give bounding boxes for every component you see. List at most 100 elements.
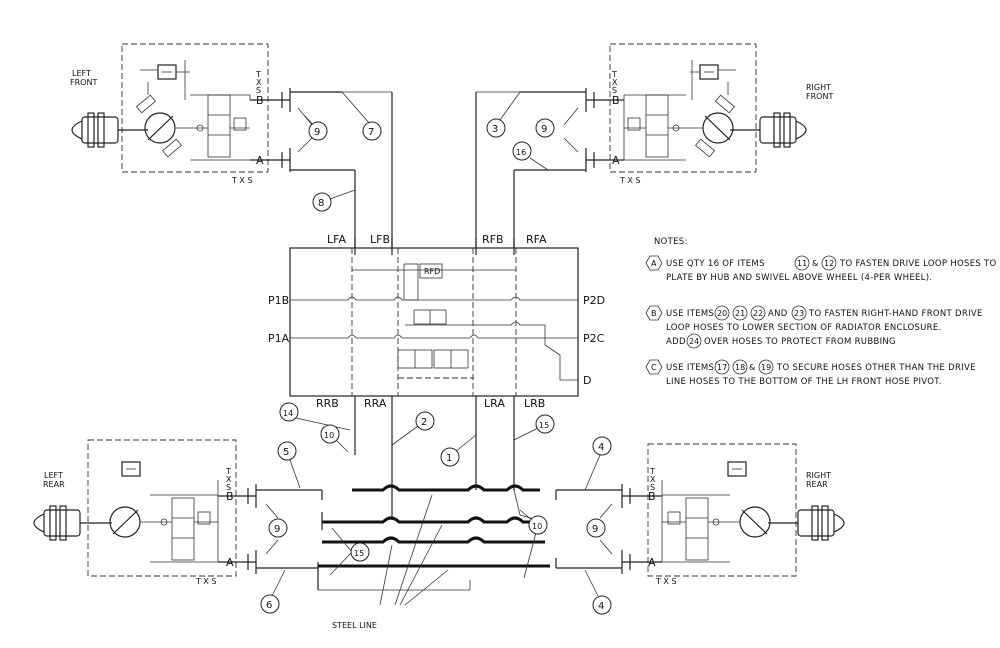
left-rear-wheel-module: B A T X S T X S LEFT REAR (33, 439, 237, 586)
left-front-port-t: T (255, 70, 261, 79)
left-front-port-b: B (256, 94, 264, 107)
left-front-hose-fittings (268, 88, 393, 255)
manifold-port-rra: RRA (364, 397, 387, 410)
note-b-item-4: 23 (794, 309, 804, 318)
callout-3 (486, 118, 506, 138)
right-rear-port-t: T (649, 467, 655, 476)
callout-7 (362, 121, 382, 141)
callout-9-left-front (308, 121, 328, 141)
note-c-amp: & (749, 363, 755, 372)
right-rear-port-s: S (650, 483, 655, 492)
callout-4-top (592, 436, 612, 456)
note-b-marker (645, 305, 663, 321)
right-front-port-a: A (612, 154, 620, 167)
callout-2-text: 2 (421, 417, 427, 428)
right-front-hose-fittings (475, 88, 608, 255)
left-rear-hose-fittings (236, 484, 471, 591)
callout-1-text: 1 (446, 453, 452, 464)
note-c-item-1: 17 (717, 363, 727, 372)
right-rear-txs: T X S (655, 577, 677, 586)
callout-3-text: 3 (492, 124, 498, 135)
left-rear-port-t: T (225, 467, 231, 476)
callout-5-text: 5 (283, 447, 289, 458)
notes-title: NOTES: (654, 237, 688, 247)
steel-line-label: STEEL LINE (332, 621, 377, 630)
manifold-port-rfb: RFB (482, 233, 504, 246)
left-front-port-s: S (256, 86, 261, 95)
note-a-amp: & (812, 259, 818, 268)
right-front-port-t: T (611, 70, 617, 79)
callout-15-bottom-text: 15 (354, 549, 364, 558)
manifold-rfd-label: RFD (424, 267, 440, 276)
left-rear-pilot-valve (121, 461, 141, 477)
right-rear-wheel-hub (768, 505, 845, 541)
right-rear-port-a: A (648, 556, 656, 569)
note-a-letter: A (651, 259, 657, 268)
note-a-text-3: PLATE BY HUB AND SWIVEL ABOVE WHEEL (4-P… (666, 273, 932, 283)
callout-10-bottom-text: 10 (532, 522, 542, 531)
note-c-text-1: USE ITEMS (666, 363, 714, 373)
steel-line-2 (322, 516, 545, 524)
right-front-port-x: X (612, 78, 618, 87)
right-front-port-s: S (612, 86, 617, 95)
note-b-item-3: 22 (753, 309, 763, 318)
callout-15-bottom (350, 542, 370, 562)
callout-9-right-front-text: 9 (541, 124, 547, 135)
note-c-item-3: 19 (761, 363, 771, 372)
note-c-letter: C (651, 363, 657, 372)
callout-9-left-rear-text: 9 (274, 524, 280, 535)
manifold-port-lra: LRA (484, 397, 505, 410)
callout-6-text: 6 (266, 600, 272, 611)
right-rear-valve-stack (685, 497, 709, 561)
callout-4-bottom-text: 4 (598, 601, 604, 612)
callout-16-text: 16 (516, 148, 526, 157)
note-b-item-2: 21 (735, 309, 745, 318)
note-c-text-3: LINE HOSES TO THE BOTTOM OF THE LH FRONT… (666, 377, 942, 387)
manifold-port-lfb: LFB (370, 233, 390, 246)
right-rear-wheel-module: B A T X S T X S RIGHT REAR (644, 443, 845, 586)
right-rear-label-2: REAR (806, 480, 828, 489)
right-rear-dashed-enclosure (647, 443, 797, 577)
right-front-dashed-enclosure (609, 43, 757, 173)
left-front-label-1: LEFT (72, 69, 91, 78)
right-rear-pilot-valve (727, 461, 747, 477)
callout-4-bottom (592, 595, 612, 615)
callout-16 (512, 141, 532, 161)
note-b-letter: B (651, 309, 657, 318)
callout-5 (277, 441, 297, 461)
left-front-port-x: X (256, 78, 262, 87)
right-front-label-2: FRONT (806, 92, 833, 101)
manifold-port-lrb: LRB (524, 397, 545, 410)
notes-block: NOTES: A USE QTY 16 OF ITEMS 11 & 12 TO … (645, 237, 996, 387)
manifold-port-rrb: RRB (316, 397, 339, 410)
callout-9-left-rear (268, 518, 288, 538)
right-front-port-b: B (612, 94, 620, 107)
left-front-label-2: FRONT (70, 78, 97, 87)
left-rear-label-2: REAR (43, 480, 65, 489)
note-c-item-2: 18 (735, 363, 745, 372)
callout-9-right-front (535, 118, 555, 138)
manifold-port-d: D (583, 374, 591, 387)
callout-9-right-rear-text: 9 (592, 524, 598, 535)
note-c-text-2: TO SECURE HOSES OTHER THAN THE DRIVE (776, 363, 976, 373)
left-front-port-a: A (256, 154, 264, 167)
right-rear-port-x: X (650, 475, 656, 484)
callout-14-text: 14 (283, 409, 293, 418)
callout-10-top-text: 10 (324, 431, 334, 440)
note-a-marker (645, 255, 663, 271)
callout-8 (312, 192, 332, 212)
callout-14 (279, 402, 299, 422)
left-rear-dashed-enclosure (87, 439, 237, 577)
callout-9-left-front-text: 9 (314, 127, 320, 138)
manifold-port-p1b: P1B (268, 294, 289, 307)
right-front-valve-stack (645, 94, 669, 158)
left-rear-port-s: S (226, 483, 231, 492)
callout-2 (415, 411, 435, 431)
note-a-item-1: 11 (797, 259, 807, 268)
note-c-marker (645, 359, 663, 375)
steel-lines: STEEL LINE (318, 484, 550, 630)
note-b-item-1: 20 (717, 309, 727, 318)
manifold-rfd-valve (403, 263, 419, 301)
callout-8-text: 8 (318, 198, 324, 209)
